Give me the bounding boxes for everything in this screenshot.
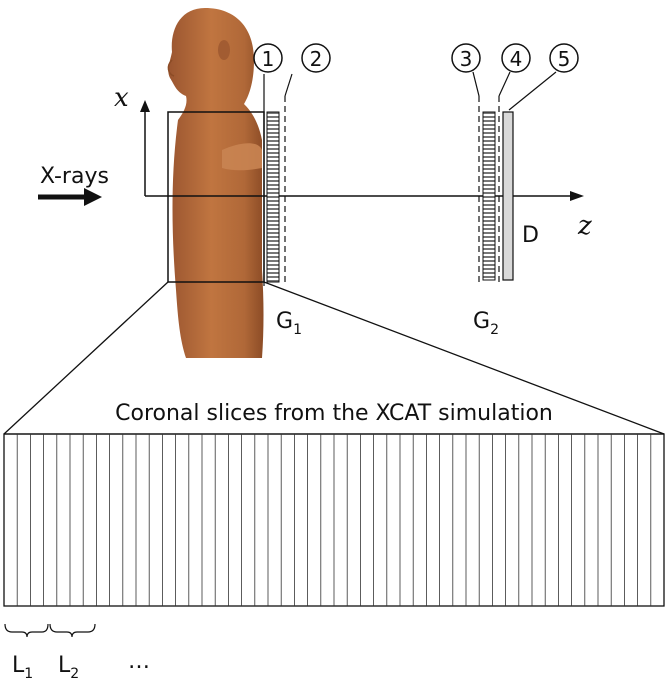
slice-ellipsis: … xyxy=(128,649,150,674)
slice-brackets xyxy=(4,623,96,638)
slice-label-l2: L2 xyxy=(58,653,79,682)
marker-3 xyxy=(451,43,481,73)
marker-4 xyxy=(501,43,531,73)
slice-label-l1: L1 xyxy=(12,653,33,682)
slice-dividers xyxy=(16,434,652,606)
body-phantom xyxy=(167,8,264,358)
marker-5 xyxy=(549,43,579,73)
projection-line-left xyxy=(3,281,169,435)
marker-2 xyxy=(301,43,331,73)
marker-5-text: 5 xyxy=(558,47,571,71)
slices-caption: Coronal slices from the XCAT simulation xyxy=(115,401,553,426)
bracket-l1 xyxy=(4,623,49,638)
z-axis-label: z xyxy=(577,211,592,241)
g1-label: G1 xyxy=(276,309,302,338)
xray-arrowhead xyxy=(84,188,102,206)
grating-g1 xyxy=(266,111,280,283)
grating-g2 xyxy=(482,111,496,281)
marker-4-text: 4 xyxy=(510,47,523,71)
marker-2-text: 2 xyxy=(310,47,323,71)
circled-markers: 1 2 3 4 5 xyxy=(253,43,579,111)
projection-line-right xyxy=(263,281,665,435)
marker-1 xyxy=(253,43,283,73)
x-axis-label: x xyxy=(114,83,129,113)
z-axis-arrowhead xyxy=(570,191,584,201)
marker-3-text: 3 xyxy=(460,47,473,71)
x-axis-arrowhead xyxy=(140,100,150,112)
g2-label: G2 xyxy=(473,309,499,338)
marker-1-text: 1 xyxy=(262,47,275,71)
detector-d xyxy=(502,111,514,281)
xray-label: X-rays xyxy=(40,164,109,189)
detector-label: D xyxy=(522,223,539,248)
bracket-l2 xyxy=(49,623,96,638)
